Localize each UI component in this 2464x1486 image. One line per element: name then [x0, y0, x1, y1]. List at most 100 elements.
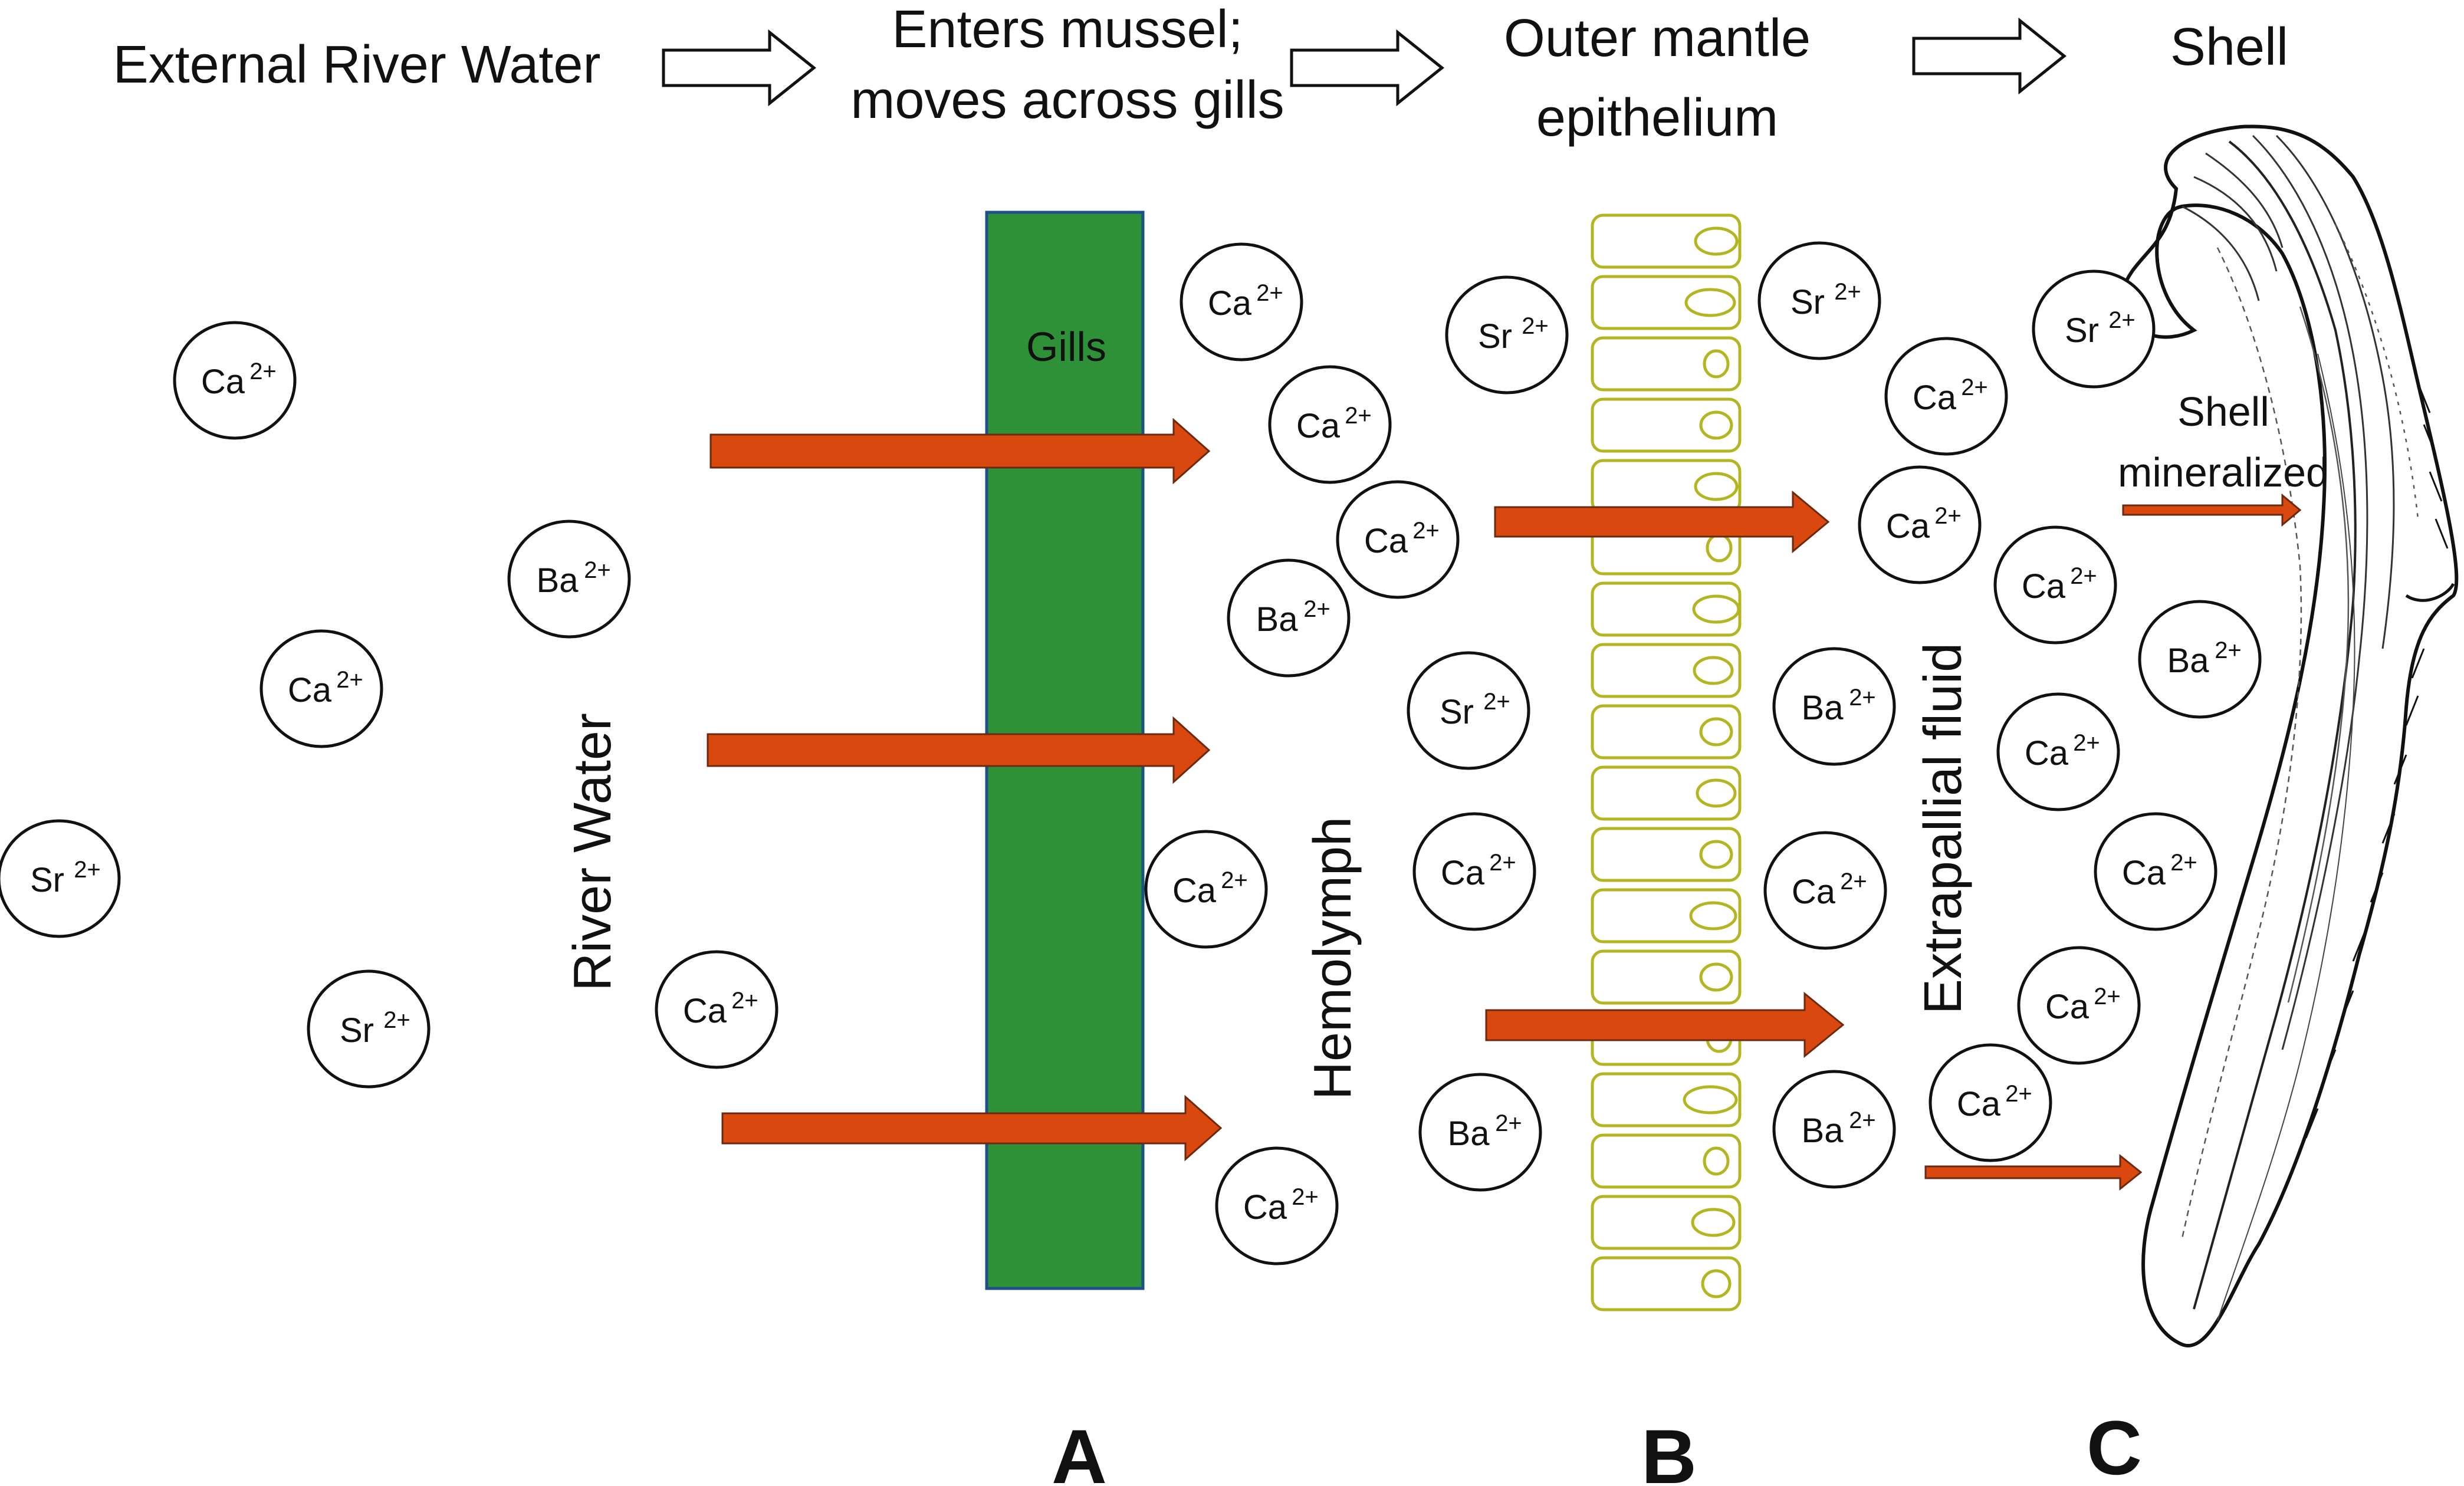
cell-nucleus	[1693, 656, 1734, 685]
ion-symbol: Ca	[2122, 854, 2166, 892]
cell-nucleus	[1683, 1085, 1738, 1114]
cell-nucleus	[1703, 349, 1730, 379]
ion-symbol: Ca	[1243, 1188, 1287, 1227]
transport-arrow-epithelium-2	[1485, 991, 1845, 1058]
ion-charge: 2+	[1522, 313, 1549, 339]
ion-symbol: Ba	[1448, 1114, 1490, 1153]
ion-symbol: Ca	[1296, 407, 1341, 445]
ion-symbol: Ba	[1256, 600, 1299, 639]
ion-charge: 2+	[1834, 279, 1861, 305]
flow-step-external-water: External River Water	[113, 35, 601, 94]
ion-symbol: Ba	[2167, 642, 2210, 680]
epithelial-cell	[1591, 1133, 1742, 1189]
ion-charge: 2+	[1489, 850, 1516, 876]
shell-mineralized-label-2: mineralized	[2118, 449, 2329, 495]
ion-symbol: Sr	[1478, 317, 1512, 356]
ion-symbol: Sr	[340, 1011, 374, 1050]
ion-symbol: Ca	[683, 992, 727, 1030]
cell-nucleus	[1691, 1208, 1736, 1237]
cell-nucleus	[1696, 778, 1737, 808]
transport-arrow-gills-1	[709, 417, 1211, 485]
transport-arrow-shell-2	[1924, 1153, 2143, 1191]
ion-charge: 2+	[1840, 869, 1867, 895]
epithelial-cell	[1591, 949, 1742, 1005]
cell-nucleus	[1699, 840, 1733, 869]
shell-illustration	[2121, 124, 2459, 1348]
ion-symbol: Ca	[1792, 873, 1836, 911]
cell-nucleus	[1699, 717, 1733, 747]
ion-symbol: Sr	[30, 861, 64, 899]
ion-charge: 2+	[383, 1007, 410, 1033]
river-water-label: River Water	[563, 713, 622, 991]
flow-arrow-3	[1912, 17, 2067, 95]
cell-nucleus	[1703, 1146, 1730, 1176]
epithelial-cell	[1591, 213, 1742, 269]
ion-symbol: Ca	[288, 671, 332, 709]
ion-charge: 2+	[1961, 374, 1988, 400]
cell-nucleus	[1694, 472, 1739, 501]
ion-charge: 2+	[2170, 850, 2197, 876]
ion-charge: 2+	[336, 667, 363, 693]
ion-charge: 2+	[1221, 867, 1248, 893]
ion-charge: 2+	[74, 857, 101, 883]
cell-nucleus	[1694, 226, 1739, 256]
ion-symbol: Ba	[537, 561, 579, 600]
ion-symbol: Ca	[1957, 1085, 2001, 1123]
cell-nucleus	[1689, 901, 1737, 931]
flow-step-shell: Shell	[2170, 18, 2288, 77]
flow-step-outer-mantle: Outer mantle	[1504, 9, 1811, 68]
cell-nucleus	[1699, 962, 1733, 992]
transport-arrow-epithelium-1	[1494, 490, 1830, 554]
ion-symbol: Sr	[1440, 693, 1474, 731]
hemolymph-label: Hemolymph	[1303, 817, 1362, 1100]
epithelial-cell	[1591, 765, 1742, 821]
ion-charge: 2+	[1256, 280, 1283, 306]
ion-symbol: Ca	[2025, 734, 2069, 772]
extrapallial-fluid-label: Extrapallial fluid	[1914, 643, 1973, 1014]
ion-charge: 2+	[1849, 685, 1876, 711]
ion-symbol: Ca	[1208, 284, 1252, 323]
ion-charge: 2+	[1303, 596, 1330, 622]
transport-arrow-gills-2	[707, 716, 1211, 784]
flow-step-epithelium: epithelium	[1536, 88, 1778, 147]
ion-charge: 2+	[249, 359, 277, 384]
ion-symbol: Ca	[1172, 872, 1217, 910]
letter-a: A	[1052, 1413, 1107, 1486]
epithelial-cell	[1591, 643, 1742, 698]
ion-charge: 2+	[1292, 1184, 1319, 1210]
epithelial-cell	[1591, 1195, 1742, 1250]
cell-nucleus	[1701, 1269, 1732, 1298]
ion-charge: 2+	[1345, 403, 1372, 429]
ion-symbol: Ca	[2022, 567, 2066, 606]
ion-charge: 2+	[2005, 1081, 2032, 1107]
transport-arrow-gills-3	[721, 1094, 1223, 1162]
cell-nucleus	[1692, 594, 1740, 624]
letter-b: B	[1641, 1413, 1697, 1486]
letter-c: C	[2087, 1405, 2142, 1486]
sr-ion: Sr 2+	[0, 819, 121, 938]
ion-charge: 2+	[2215, 637, 2242, 663]
ion-symbol: Ca	[1886, 507, 1930, 545]
shell-mineralized-label-1: Shell	[2177, 389, 2269, 435]
ion-symbol: Sr	[1790, 283, 1825, 321]
cell-nucleus	[1684, 288, 1736, 317]
ion-charge: 2+	[2073, 730, 2100, 756]
